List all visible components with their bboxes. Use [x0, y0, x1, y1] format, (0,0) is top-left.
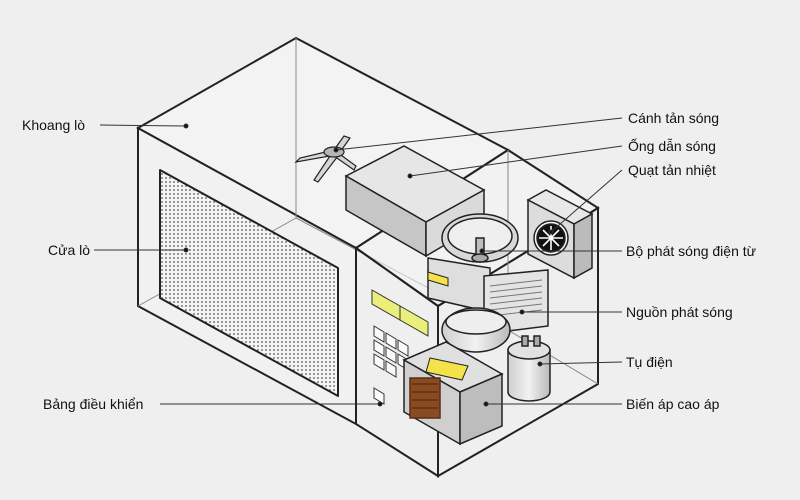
label-bo-phat-song: Bộ phát sóng điện từ — [626, 243, 757, 259]
magnetron — [427, 257, 549, 353]
label-quat-tan-nhiet: Quạt tản nhiệt — [628, 162, 716, 178]
label-nguon-phat-song: Nguồn phát sóng — [626, 304, 733, 320]
label-bang-dieu-khien: Bảng điều khiển — [43, 396, 144, 412]
door-window — [159, 169, 339, 397]
leader-lines — [94, 117, 623, 407]
cooling-fan — [526, 189, 594, 280]
label-khoang-lo: Khoang lò — [22, 117, 86, 133]
label-bien-ap: Biến áp cao áp — [626, 396, 720, 412]
capacitor — [507, 335, 551, 402]
label-ong-dan-song: Ống dẫn sóng — [628, 138, 716, 154]
label-tu-dien: Tụ điện — [626, 354, 673, 370]
label-cua-lo: Cửa lò — [48, 242, 91, 258]
label-canh-tan-song: Cánh tản sóng — [628, 110, 720, 126]
magnetron-antenna — [441, 213, 519, 263]
hv-transformer — [402, 341, 504, 446]
